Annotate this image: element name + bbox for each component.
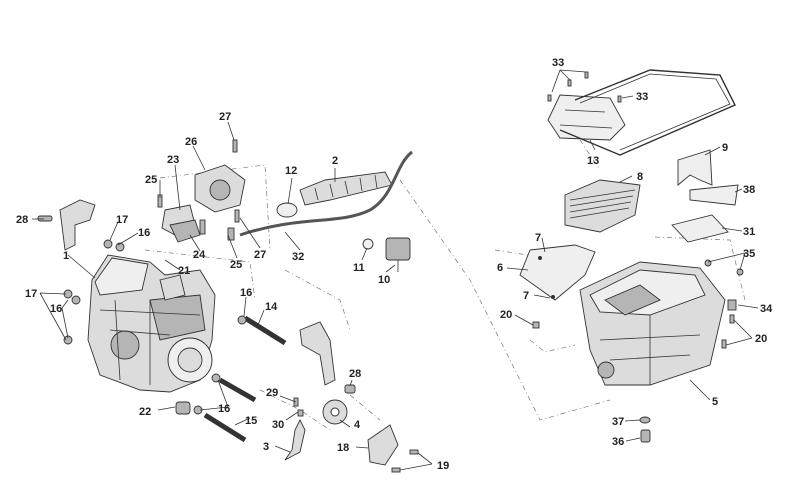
callout-15: 15	[245, 415, 257, 427]
callout-7: 7	[523, 290, 529, 302]
bracket-6-7	[519, 244, 596, 301]
airbox-cover-13	[547, 69, 736, 156]
throttle-body	[157, 139, 246, 243]
callout-8: 8	[637, 171, 643, 183]
callout-36: 36	[612, 436, 624, 448]
callout-38: 38	[743, 184, 755, 196]
callout-27: 27	[219, 111, 231, 123]
callout-4: 4	[354, 419, 361, 431]
callout-24: 24	[193, 249, 206, 261]
cover-plate	[367, 424, 419, 473]
callout-16: 16	[240, 287, 252, 299]
callout-12: 12	[285, 165, 297, 177]
callout-1: 1	[63, 250, 69, 262]
callout-10: 10	[378, 274, 390, 286]
callout-29: 29	[266, 387, 278, 399]
callout-9: 9	[722, 142, 728, 154]
callout-37: 37	[612, 416, 624, 428]
callout-17: 17	[116, 214, 128, 226]
callout-20: 20	[500, 309, 512, 321]
callout-21: 21	[178, 265, 190, 277]
callout-18: 18	[337, 442, 349, 454]
callout-5: 5	[712, 396, 718, 408]
sensor	[362, 237, 411, 272]
callout-34: 34	[760, 303, 773, 315]
callout-7: 7	[535, 232, 541, 244]
bracket-left	[37, 199, 96, 251]
callout-19: 19	[437, 460, 449, 472]
intake-hose	[239, 150, 413, 237]
air-filter-8	[564, 179, 641, 233]
airbox-base-5	[579, 259, 744, 386]
callout-28: 28	[349, 368, 361, 380]
callout-20: 20	[755, 333, 767, 345]
callout-11: 11	[353, 262, 365, 274]
callout-13: 13	[587, 155, 599, 167]
callout-17: 17	[25, 288, 37, 300]
callout-28: 28	[16, 214, 28, 226]
callout-26: 26	[185, 136, 197, 148]
callout-3: 3	[263, 441, 269, 453]
assembly-lines	[144, 109, 746, 431]
sprocket	[322, 399, 348, 425]
gaskets-9-38-31	[671, 149, 739, 243]
callout-labels: 28 1 17 16 17 16 21 25 23 26 27 24 25 27…	[16, 57, 773, 472]
bolts-and-sleeves	[175, 315, 287, 443]
callout-2: 2	[332, 155, 338, 167]
callout-16: 16	[50, 303, 62, 315]
callout-25: 25	[145, 174, 157, 186]
washers-left	[63, 239, 125, 345]
callout-35: 35	[743, 248, 755, 260]
callout-25: 25	[230, 259, 242, 271]
callout-22: 22	[139, 406, 151, 418]
callout-27: 27	[254, 249, 266, 261]
callout-16: 16	[138, 227, 150, 239]
bracket-right	[299, 321, 356, 394]
callout-32: 32	[292, 251, 304, 263]
engine-assembly	[87, 254, 216, 393]
callout-30: 30	[272, 419, 284, 431]
callout-16: 16	[218, 403, 230, 415]
callout-14: 14	[265, 301, 278, 313]
callout-33: 33	[636, 91, 648, 103]
callout-31: 31	[743, 226, 755, 238]
callout-23: 23	[167, 154, 179, 166]
callout-6: 6	[497, 262, 503, 274]
leader-lines	[32, 69, 759, 471]
callout-33: 33	[552, 57, 564, 69]
